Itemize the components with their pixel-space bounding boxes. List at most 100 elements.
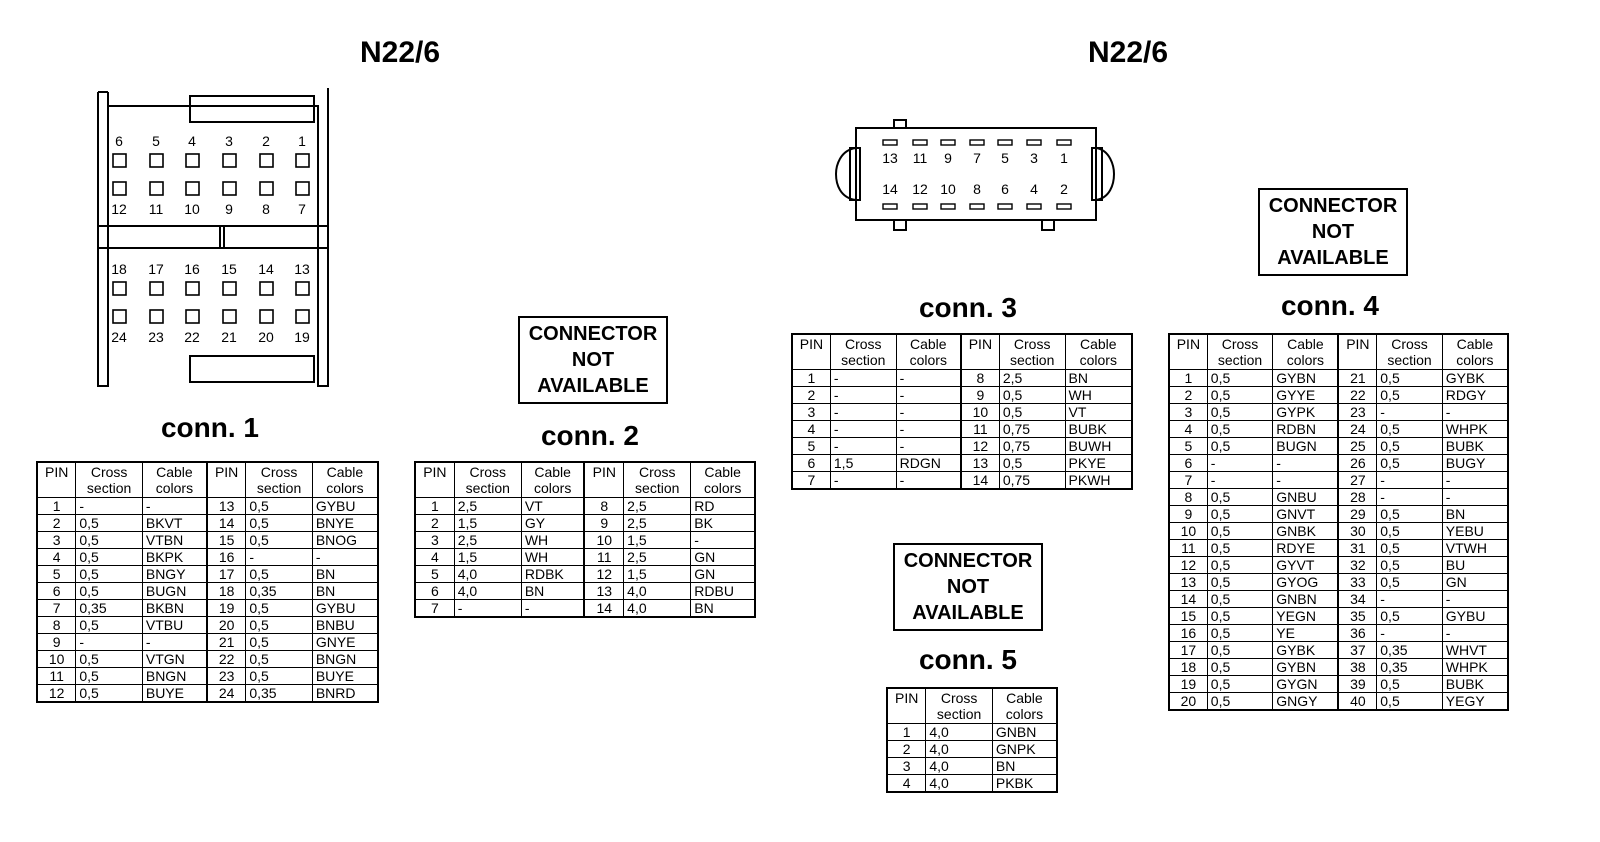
cable-color: BUBK [1441, 437, 1509, 455]
pin-number: 12 [583, 565, 625, 583]
pin-number: 15 [206, 531, 247, 549]
cross-section: 0,5 [1376, 692, 1443, 711]
cable-color: RDBK [520, 565, 586, 583]
cross-section: 0,35 [245, 684, 313, 703]
cross-section: 2,5 [453, 497, 522, 515]
cable-color: GYBN [1272, 369, 1340, 387]
cable-color: BN [690, 599, 756, 618]
pin-header: PIN [36, 461, 77, 498]
na-line1: CONNECTOR [1268, 195, 1398, 217]
cross-section: 0,35 [245, 582, 313, 600]
pin-number: 3 [414, 531, 455, 549]
na-line3: AVAILABLE [1277, 247, 1389, 269]
pin-number: 26 [1337, 454, 1378, 472]
cross-section: - [1376, 471, 1443, 489]
na-line2: NOT [1311, 221, 1355, 243]
pin-socket [222, 309, 237, 324]
cross-section: 0,5 [245, 514, 313, 532]
pin-number: 31 [1337, 539, 1378, 557]
pin-label: 12 [111, 201, 127, 217]
cable-color: BUBK [1441, 675, 1509, 693]
cable-color: RDGY [1441, 386, 1509, 404]
pin-number: 33 [1337, 573, 1378, 591]
cable-color: GNPK [991, 740, 1058, 758]
cable-color: BNYE [311, 514, 379, 532]
cross-section: 1,5 [453, 548, 522, 566]
pin-number: 15 [1168, 607, 1208, 625]
na-line1: CONNECTOR [528, 323, 658, 345]
pin-number: 7 [414, 599, 455, 618]
cable-color: - [1441, 590, 1509, 608]
cross-section: - [1206, 454, 1274, 472]
cable-color: - [141, 633, 208, 651]
pin-label: 9 [225, 201, 233, 217]
conn2-not-available-box: CONNECTOR NOT AVAILABLE [518, 316, 668, 404]
cable-color: BKBN [141, 599, 208, 617]
cross-section: 0,5 [75, 650, 143, 668]
pin-number: 37 [1337, 641, 1378, 659]
cross-section: - [829, 369, 897, 387]
cross-section: 0,5 [1376, 420, 1443, 438]
pin-number: 16 [206, 548, 247, 566]
cross-section: 0,35 [1376, 641, 1443, 659]
pin-socket [149, 309, 164, 324]
pin-number: 2 [791, 386, 831, 404]
cross-section: 2,5 [623, 548, 692, 566]
pin-number: 14 [206, 514, 247, 532]
conn2-title: conn. 2 [540, 420, 639, 451]
pin-label: 10 [940, 181, 956, 197]
pin-label: 16 [184, 261, 200, 277]
cable-color: GN [690, 565, 756, 583]
left-connector-heading: N22/6 [359, 36, 441, 69]
pin-number: 13 [960, 454, 1000, 472]
cross-section: - [1206, 471, 1274, 489]
pin-label: 18 [111, 261, 127, 277]
cable-color: VTGN [141, 650, 208, 668]
pin-label: 22 [184, 329, 200, 345]
pin-number: 13 [583, 582, 625, 600]
pin-number: 6 [414, 582, 455, 600]
pin-number: 17 [206, 565, 247, 583]
pin-socket [185, 181, 200, 196]
pin-label: 4 [1030, 181, 1038, 197]
cable-color: RDBN [1272, 420, 1340, 438]
pin-socket [259, 309, 274, 324]
pin-number: 36 [1337, 624, 1378, 642]
pin-number: 30 [1337, 522, 1378, 540]
cross-section: - [75, 633, 143, 651]
cable-color: GNYE [311, 633, 379, 651]
pin-number: 3 [791, 403, 831, 421]
pin-number: 7 [791, 471, 831, 490]
cable-color: GN [1441, 573, 1509, 591]
cable-color: GN [690, 548, 756, 566]
table-row: 7--27-- [1168, 471, 1509, 489]
cable-color: WHPK [1441, 420, 1509, 438]
cross-section: 0,5 [1206, 420, 1274, 438]
pin-label: 24 [111, 329, 127, 345]
pin-socket [222, 281, 237, 296]
cable-color: GYBK [1441, 369, 1509, 387]
cable-color: - [895, 437, 962, 455]
pin-number: 40 [1337, 692, 1378, 711]
pin-number: 10 [583, 531, 625, 549]
cross-section: 2,5 [623, 514, 692, 532]
pin-number: 5 [36, 565, 77, 583]
cross-section: 4,0 [623, 599, 692, 618]
